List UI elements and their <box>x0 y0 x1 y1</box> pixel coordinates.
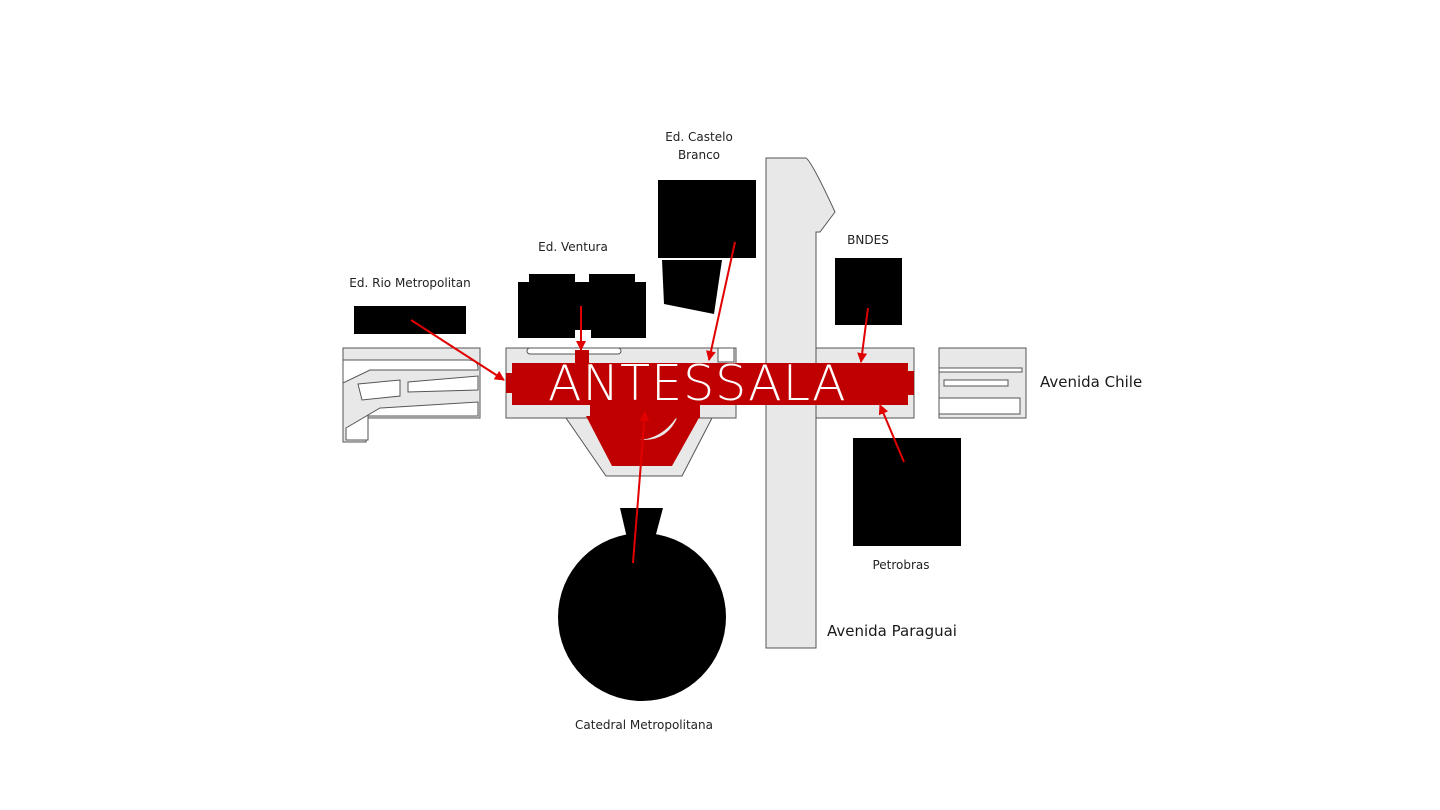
label-castelo-branco-line2: Branco <box>677 148 721 162</box>
arrow-rio-metropolitan <box>410 319 505 381</box>
label-rio-metropolitan: Ed. Rio Metropolitan <box>349 276 471 290</box>
connection-arrows <box>410 241 905 564</box>
label-avenida-paraguai: Avenida Paraguai <box>827 622 957 640</box>
antessala-area <box>506 350 914 466</box>
buildings <box>354 180 961 701</box>
building-petrobras <box>853 438 961 546</box>
building-rio-metropolitan <box>354 306 466 334</box>
building-castelo-annex <box>662 260 722 314</box>
building-catedral-entrance <box>620 508 663 538</box>
arrow-petrobras <box>878 404 905 463</box>
label-catedral: Catedral Metropolitana <box>575 718 713 732</box>
building-catedral <box>558 533 726 701</box>
label-bndes: BNDES <box>847 233 889 247</box>
building-castelo-branco <box>658 180 756 258</box>
label-avenida-chile: Avenida Chile <box>1040 373 1143 391</box>
arrow-castelo-branco <box>706 241 736 361</box>
arrow-catedral <box>632 411 650 564</box>
building-bndes <box>835 258 902 325</box>
label-petrobras: Petrobras <box>872 558 930 572</box>
antessala-title: ANTESSALA <box>548 355 847 412</box>
arrow-bndes <box>857 307 869 363</box>
traffic-islands <box>342 347 1023 441</box>
label-ventura: Ed. Ventura <box>538 240 608 254</box>
label-castelo-branco-line1: Ed. Castelo <box>665 130 733 144</box>
